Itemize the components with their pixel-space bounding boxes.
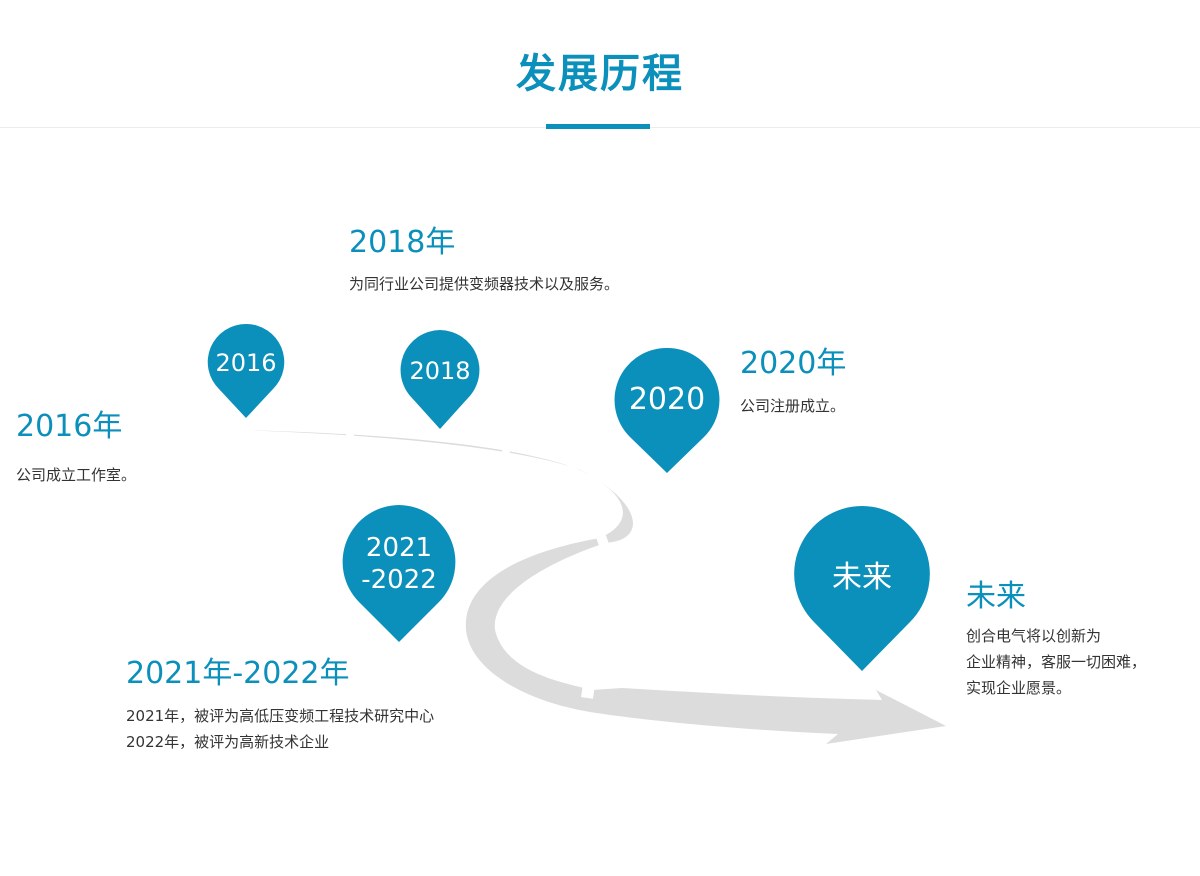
- pin-2021-label-line1: 2021: [365, 533, 433, 563]
- desc-line: 公司成立工作室。: [16, 466, 137, 484]
- road-gaps: [345, 427, 610, 699]
- heading-2018: 2018年: [349, 225, 456, 260]
- pin-2021-2022: 2021 -2022: [342, 505, 456, 643]
- map-pin-icon: [207, 323, 285, 418]
- pin-2020: 2020: [614, 347, 720, 474]
- desc-line: 企业精神，客服一切困难，: [966, 653, 1147, 671]
- desc-line: 为同行业公司提供变频器技术以及服务。: [349, 275, 620, 293]
- desc-2021-2022: 2021年，被评为高低压变频工程技术研究中心 2022年，被评为高新技术企业: [126, 703, 434, 755]
- heading-2016: 2016年: [16, 409, 123, 444]
- desc-line: 实现企业愿景。: [966, 679, 1072, 697]
- road-arrow-shape: [240, 430, 946, 744]
- heading-2020: 2020年: [740, 346, 847, 381]
- pin-future: 未来: [794, 506, 930, 672]
- heading-future: 未来: [966, 579, 1026, 614]
- desc-2018: 为同行业公司提供变频器技术以及服务。: [349, 271, 619, 297]
- pin-2016-label: 2016: [215, 349, 277, 377]
- map-pin-icon: [614, 347, 720, 473]
- pin-2018-label: 2018: [409, 357, 471, 385]
- desc-line: 公司注册成立。: [740, 397, 846, 415]
- desc-2016: 公司成立工作室。: [16, 462, 136, 488]
- page-title: 发展历程: [516, 51, 684, 97]
- desc-future: 创合电气将以创新为 企业精神，客服一切困难， 实现企业愿景。: [966, 623, 1146, 701]
- map-pin-icon: [400, 330, 480, 429]
- pin-2021-label-line2: -2022: [361, 565, 437, 595]
- desc-2020: 公司注册成立。: [740, 393, 845, 419]
- desc-line: 2021年，被评为高低压变频工程技术研究中心: [126, 707, 435, 725]
- desc-line: 2022年，被评为高新技术企业: [126, 733, 330, 751]
- pin-2020-label: 2020: [628, 382, 706, 417]
- header: 发展历程: [0, 0, 1200, 129]
- pin-2018: 2018: [400, 330, 480, 430]
- title-underline: [546, 124, 650, 129]
- pin-2016: 2016: [207, 323, 285, 420]
- pin-future-label: 未来: [832, 560, 892, 595]
- heading-2021-2022: 2021年-2022年: [126, 656, 350, 691]
- desc-line: 创合电气将以创新为: [966, 627, 1102, 645]
- map-pin-icon: [342, 505, 456, 642]
- map-pin-icon: [794, 506, 930, 671]
